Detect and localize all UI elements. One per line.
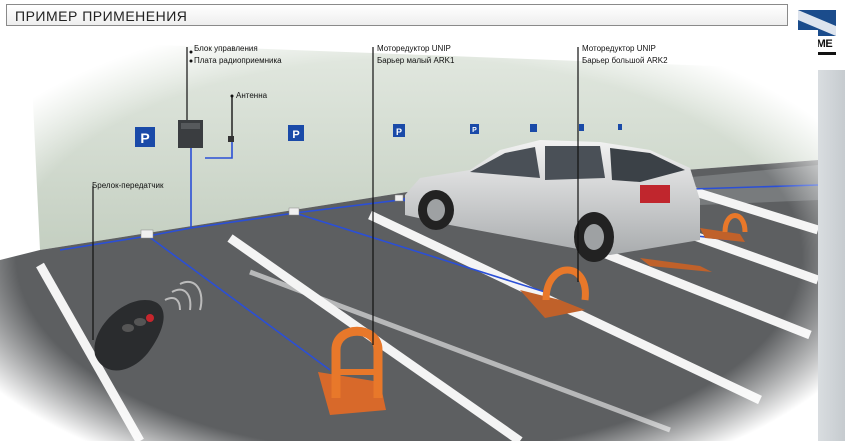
junction-box [140,229,154,239]
header-bar: ПРИМЕР ПРИМЕНЕНИЯ [6,4,788,26]
junction-box [288,207,300,216]
parking-sign [579,124,584,131]
junction-box [394,194,404,202]
parking-sign-letter: P [292,129,299,141]
label-control-unit-2: Плата радиоприемника [194,56,282,65]
parking-sign-letter: P [396,127,402,137]
label-motor-small-1: Моторедуктор UNIP [377,44,451,53]
parking-sign-letter: P [472,127,477,134]
parking-sign [530,124,537,132]
label-motor-large-1: Моторедуктор UNIP [582,44,656,53]
parking-sign [618,124,622,130]
page-title: ПРИМЕР ПРИМЕНЕНИЯ [15,8,188,24]
callout-dot [189,50,193,54]
label-control-unit-1: Блок управления [194,44,258,53]
callout-lines [92,47,579,345]
sidebar-strip [818,70,845,441]
parking-sign-letter: P [140,130,149,146]
control-unit-box [178,120,203,148]
label-motor-small-2: Барьер малый ARK1 [377,56,455,65]
label-motor-large-2: Барьер большой ARK2 [582,56,668,65]
label-antenna: Антенна [236,91,268,100]
callout-dot [230,94,234,98]
callout-dot [189,59,193,63]
label-remote: Брелок-передатчик [92,181,164,190]
parking-scene: P P P P [0,30,818,441]
